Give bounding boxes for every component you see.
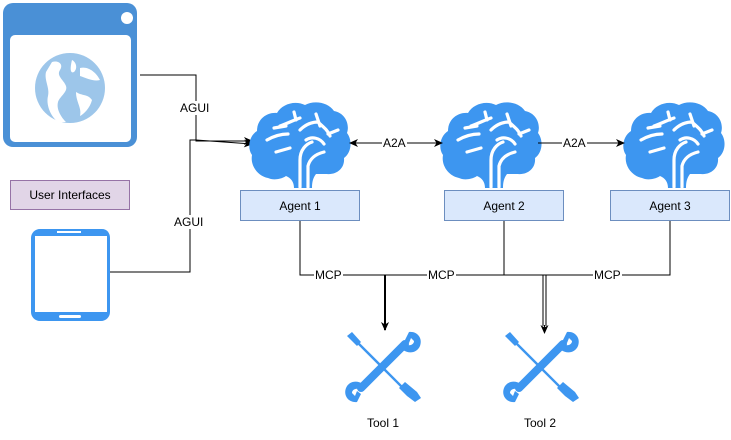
tool-2-label: Tool 2 [523, 416, 557, 430]
tool-2-icon [503, 332, 579, 402]
a2a-label-1-2: A2A [382, 136, 407, 150]
agent-3-box[interactable]: Agent 3 [610, 190, 730, 221]
agent-3-brain-icon [621, 100, 727, 190]
mcp-arrow-tool-2 [540, 275, 549, 334]
agui-phone-edge [110, 139, 253, 273]
tool-1-label: Tool 1 [366, 416, 400, 430]
agent-2-brain-icon [438, 100, 544, 190]
mobile-phone-icon [31, 229, 110, 321]
agui-browser-label: AGUI [179, 101, 211, 115]
globe-icon [35, 53, 105, 123]
tool-1-icon [345, 332, 421, 402]
agui-phone-label: AGUI [173, 215, 205, 229]
mcp-label-agent-3: MCP [593, 268, 622, 282]
agent-1-box[interactable]: Agent 1 [240, 190, 360, 221]
a2a-label-2-3: A2A [562, 136, 587, 150]
agent-1-brain-icon [247, 100, 353, 190]
agent-2-box[interactable]: Agent 2 [444, 190, 564, 221]
browser-globe-icon [3, 3, 137, 147]
user-interfaces-label-box: User Interfaces [10, 180, 130, 210]
mcp-label-agent-2: MCP [427, 268, 456, 282]
mcp-bus [299, 221, 671, 276]
mcp-label-agent-1: MCP [314, 268, 343, 282]
